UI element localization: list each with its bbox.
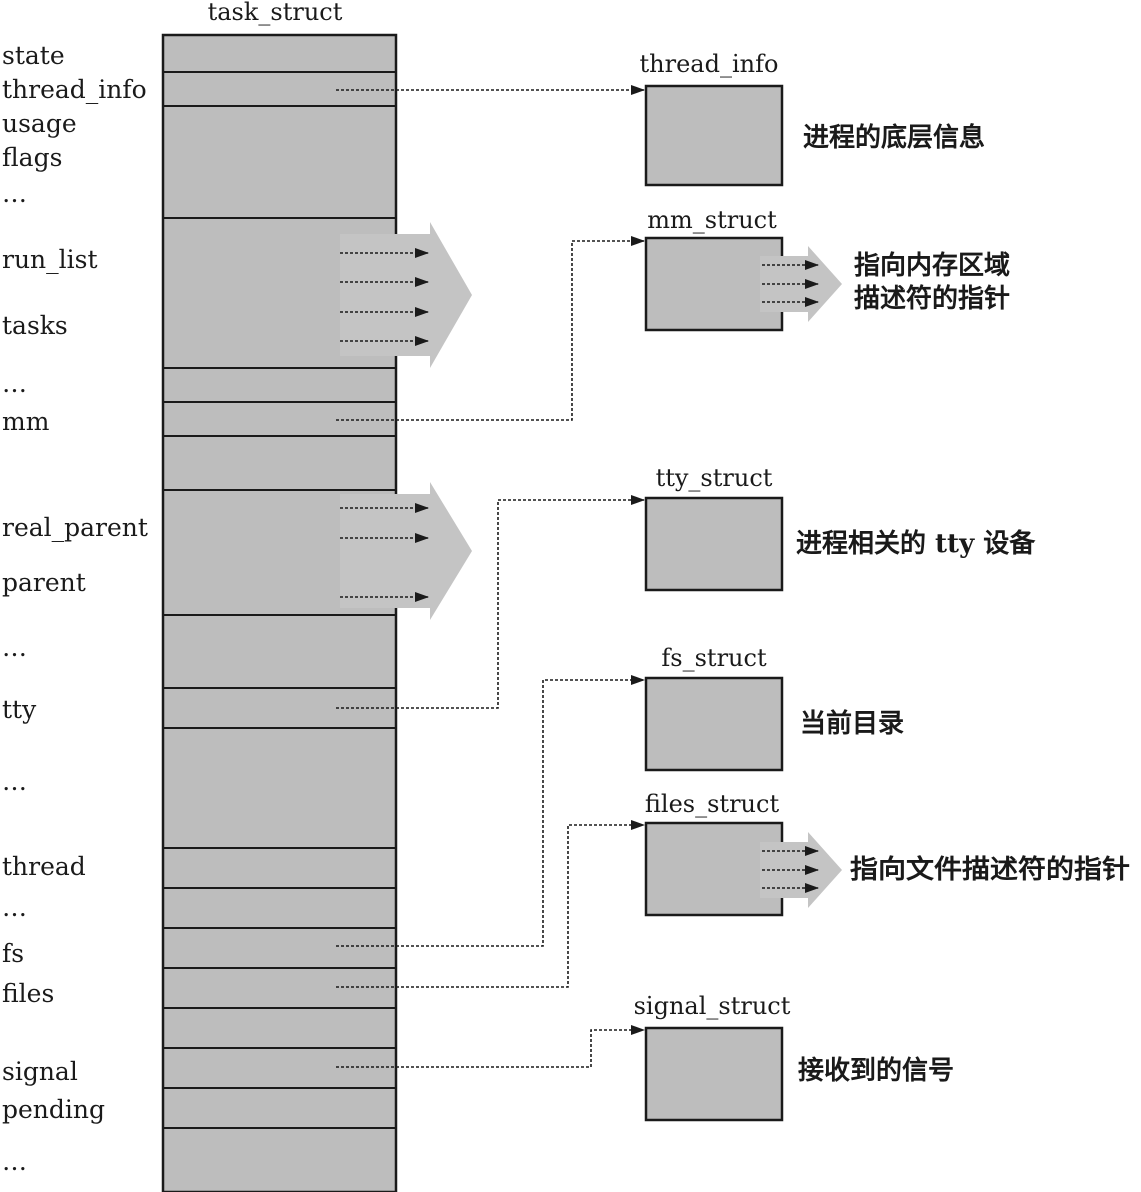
field-label: pending [2,1095,105,1124]
field-label: files [2,979,54,1008]
parent-fanout-arrow [340,482,472,620]
connector-files [336,820,645,988]
field-label: … [2,893,27,922]
field-label: thread_info [2,75,147,104]
field-label: fs [2,939,24,968]
signal-struct-title: signal_struct [634,992,791,1020]
task-struct-dividers [163,71,396,1129]
tty-struct-desc: 进程相关的 tty 设备 [796,528,1036,559]
fs-struct-title: fs_struct [661,644,767,672]
field-label: flags [2,143,62,172]
field-label: tasks [2,311,68,340]
mm-struct-desc-line1: 指向内存区域 [854,250,1010,281]
fs-struct-box [644,676,784,772]
field-labels: state thread_info usage flags … run_list… [2,41,148,1176]
list-fanout-arrow [340,222,472,368]
field-label: … [2,633,27,662]
task-struct-title: task_struct [208,0,343,26]
field-label: … [2,179,27,208]
tty-struct-box [644,496,784,592]
field-label: … [2,369,27,398]
tty-struct-title: tty_struct [656,464,773,492]
thread-info-box [644,84,784,187]
field-label: real_parent [2,513,148,542]
field-label: mm [2,407,50,436]
files-struct-title: files_struct [645,790,780,818]
field-label: parent [2,568,86,597]
mm-struct-box [644,236,784,332]
files-struct-desc: 指向文件描述符的指针 [850,854,1130,885]
mm-fanout-arrow [760,246,842,322]
field-label: usage [2,109,77,138]
field-label: state [2,41,65,70]
fs-struct-desc: 当前目录 [800,708,904,739]
task-struct-box [161,33,398,1192]
field-label: signal [2,1057,78,1086]
signal-struct-desc: 接收到的信号 [798,1055,954,1086]
connector-mm [336,236,645,421]
pointer-connectors [336,85,645,1068]
field-label: … [2,1147,27,1176]
mm-struct-title: mm_struct [647,206,777,234]
connector-signal [336,1025,645,1068]
field-label: tty [2,695,37,724]
mm-struct-desc-line2: 描述符的指针 [854,283,1010,314]
thread-info-desc: 进程的底层信息 [803,122,985,153]
signal-struct-box [644,1026,784,1122]
connector-tty [336,495,645,709]
files-fanout-arrow [760,832,842,908]
field-label: run_list [2,245,98,274]
files-struct-box [644,821,784,917]
field-label: thread [2,852,86,881]
field-label: … [2,767,27,796]
connector-fs [336,675,645,947]
thread-info-title: thread_info [640,50,779,78]
